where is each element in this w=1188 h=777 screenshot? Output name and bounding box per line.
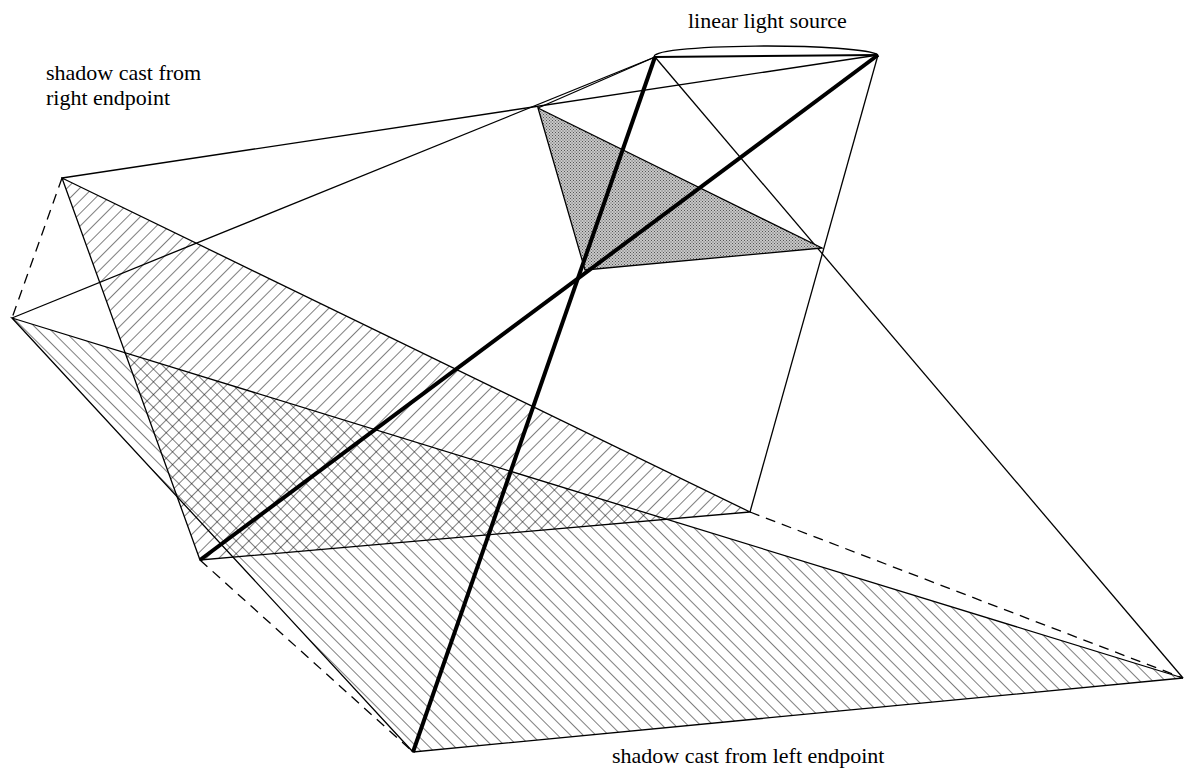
occluder-triangle	[538, 108, 822, 270]
light-source-outline	[654, 46, 878, 57]
thick-rays	[200, 55, 878, 752]
caption-label: shadow cast from right endpoint	[46, 60, 221, 110]
caption-label: shadow cast from left endpoint	[612, 743, 1032, 768]
light-source	[655, 55, 878, 57]
projection-rays	[12, 55, 1183, 678]
caption-label: linear light source	[688, 8, 948, 33]
